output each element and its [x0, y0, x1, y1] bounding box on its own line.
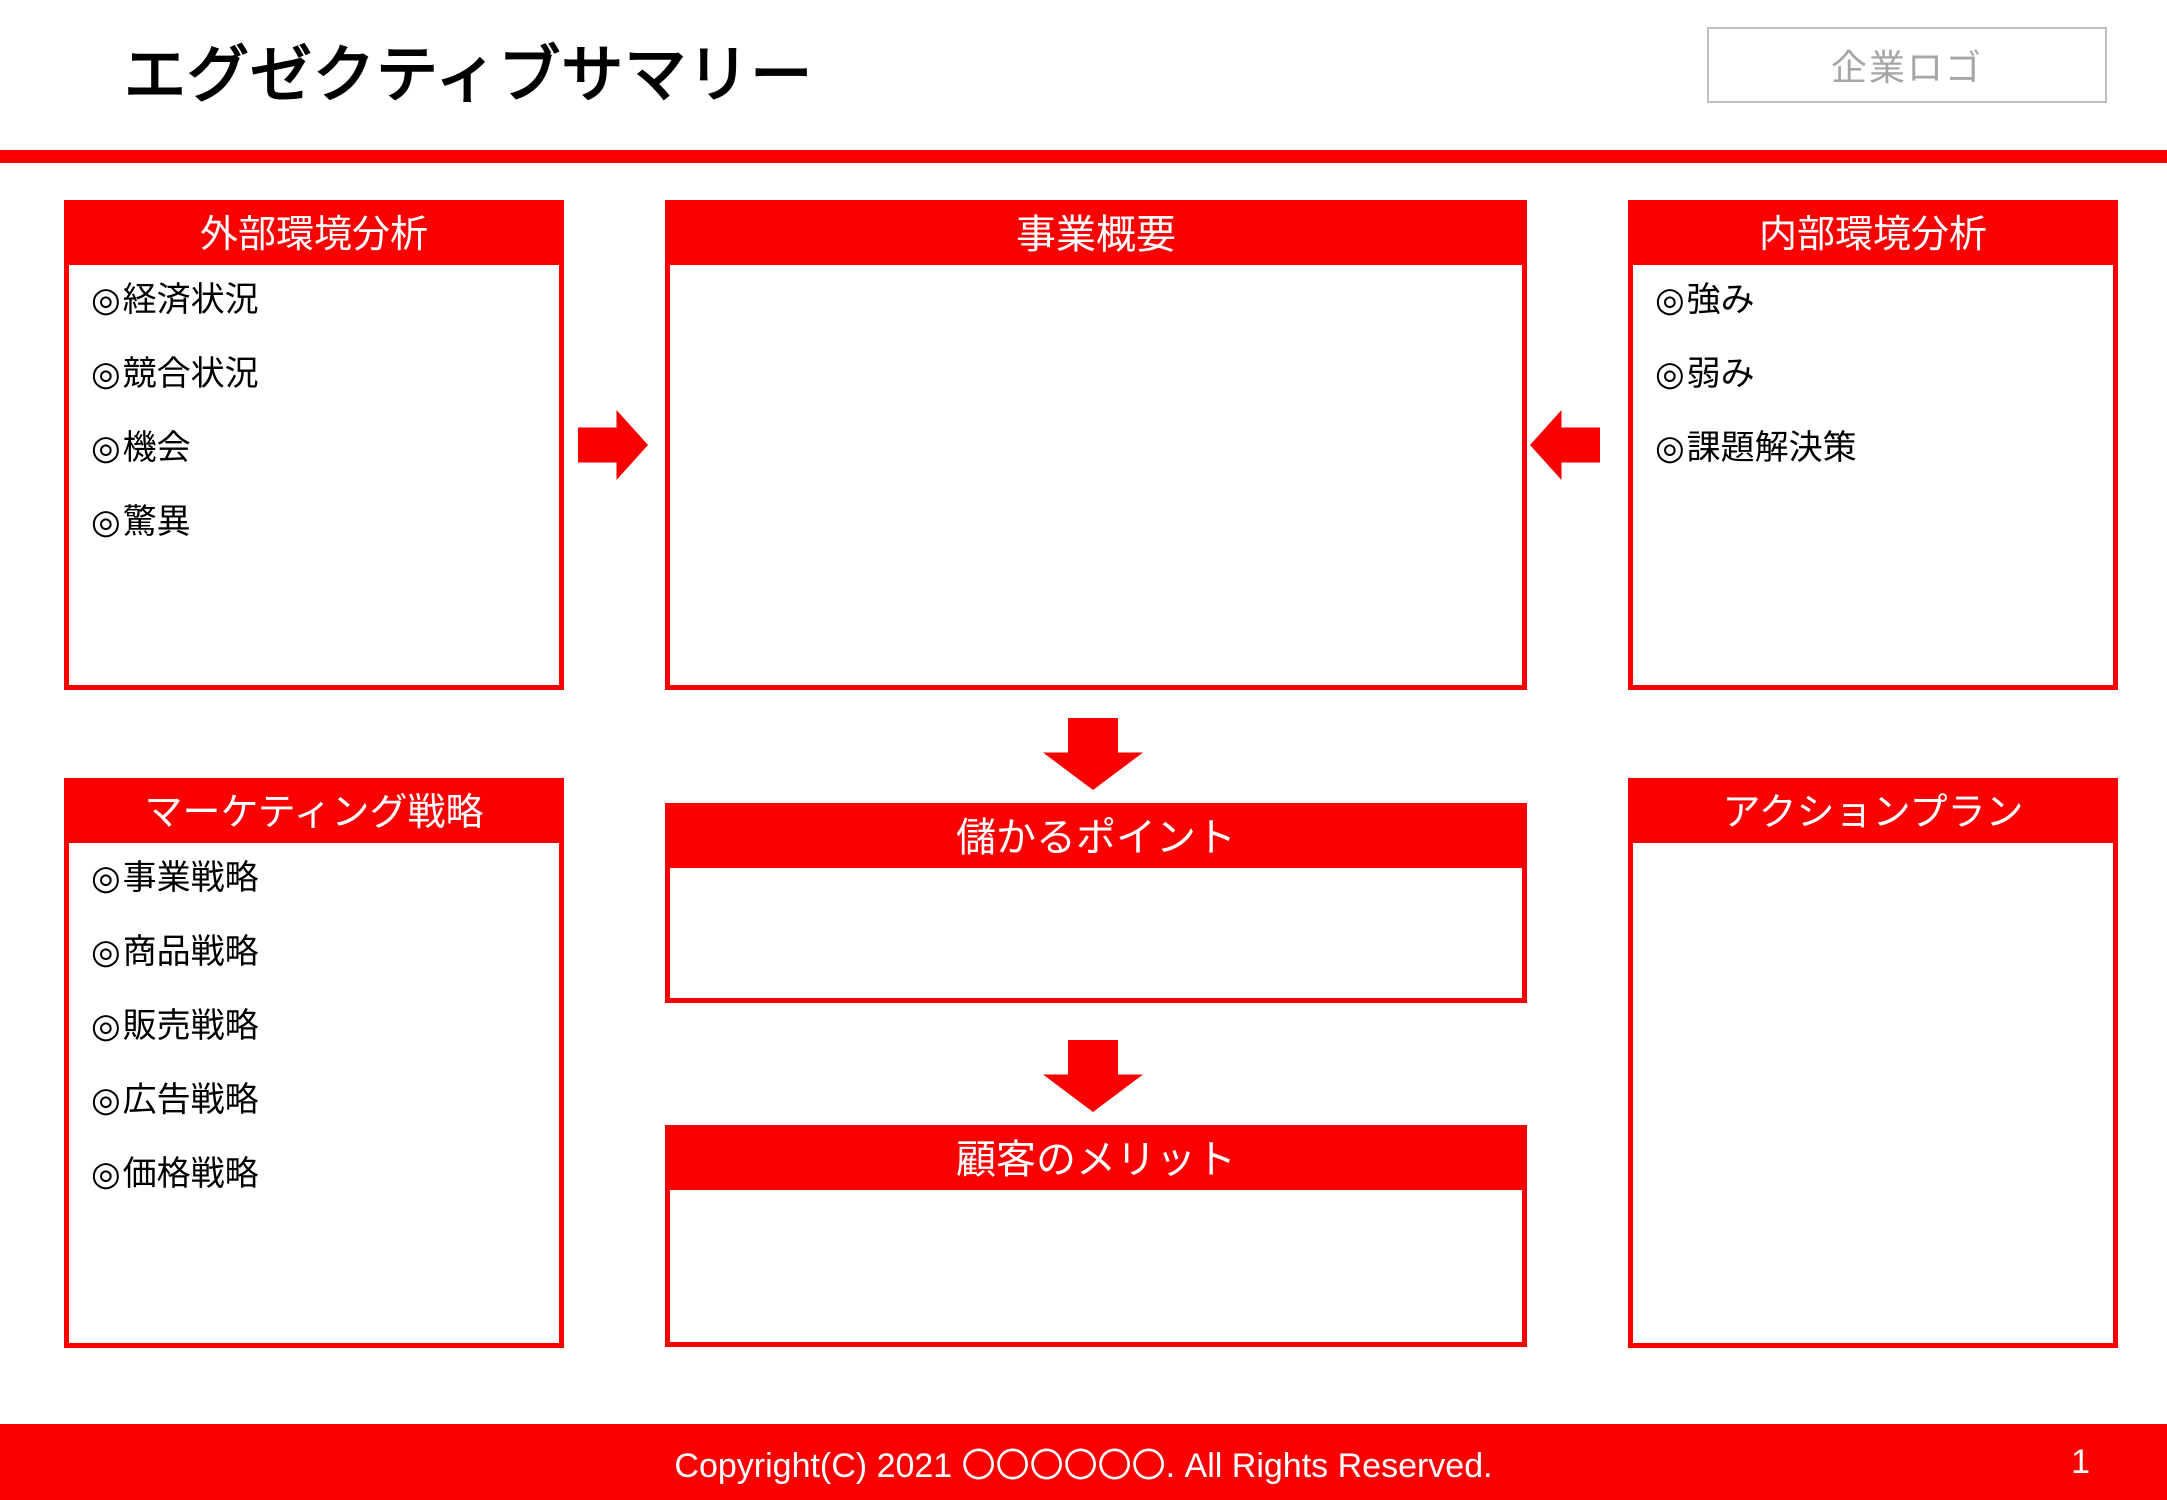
bullet-marker-icon: ◎: [91, 429, 121, 467]
list-item-label: 商品戦略: [122, 933, 259, 971]
panel-business-overview[interactable]: 事業概要: [665, 200, 1527, 690]
bullet-marker-icon: ◎: [91, 355, 121, 393]
list-item: ◎経済状況: [91, 283, 537, 317]
page-number: 1: [2071, 1442, 2090, 1481]
list-item: ◎販売戦略: [91, 1009, 537, 1043]
list-item: ◎機会: [91, 431, 537, 465]
list-item: ◎課題解決策: [1655, 431, 2091, 465]
panel-action-plan[interactable]: アクションプラン: [1628, 778, 2118, 1348]
panel-marketing-strategy-title: マーケティング戦略: [69, 783, 559, 843]
list-item: ◎事業戦略: [91, 861, 537, 895]
list-item: ◎広告戦略: [91, 1083, 537, 1117]
list-item-label: 課題解決策: [1686, 429, 1857, 467]
list-item: ◎競合状況: [91, 357, 537, 391]
panel-external-environment-body: ◎経済状況 ◎競合状況 ◎機会 ◎驚異: [69, 265, 559, 589]
page-title: エグゼクティブサマリー: [124, 41, 814, 110]
list-item-label: 事業戦略: [122, 859, 259, 897]
panel-business-overview-body[interactable]: [670, 265, 1522, 293]
list-item-label: 強み: [1686, 281, 1755, 319]
bullet-marker-icon: ◎: [91, 1155, 121, 1193]
list-item-label: 機会: [122, 429, 191, 467]
bullet-marker-icon: ◎: [1655, 281, 1685, 319]
bullet-marker-icon: ◎: [91, 933, 121, 971]
company-logo-placeholder-label: 企業ロゴ: [1830, 47, 1983, 88]
header-divider-rule: [0, 150, 2167, 163]
footer-bar: [0, 1424, 2167, 1500]
bullet-marker-icon: ◎: [91, 1081, 121, 1119]
panel-customer-benefits[interactable]: 顧客のメリット: [665, 1125, 1527, 1347]
list-item-label: 広告戦略: [122, 1081, 259, 1119]
arrow-down-icon: [1043, 1040, 1143, 1112]
panel-action-plan-title: アクションプラン: [1633, 783, 2113, 843]
list-item-label: 競合状況: [122, 355, 259, 393]
list-item-label: 経済状況: [122, 281, 259, 319]
list-item-label: 販売戦略: [122, 1007, 259, 1045]
panel-marketing-strategy-body: ◎事業戦略 ◎商品戦略 ◎販売戦略 ◎広告戦略 ◎価格戦略: [69, 843, 559, 1241]
arrow-right-icon: [578, 410, 648, 480]
list-item: ◎強み: [1655, 283, 2091, 317]
arrow-down-icon: [1043, 718, 1143, 790]
panel-profit-points[interactable]: 儲かるポイント: [665, 803, 1527, 1003]
panel-action-plan-body[interactable]: [1633, 843, 2113, 871]
list-item-label: 価格戦略: [122, 1155, 259, 1193]
panel-profit-points-body[interactable]: [670, 868, 1522, 896]
panel-internal-environment-body: ◎強み ◎弱み ◎課題解決策: [1633, 265, 2113, 515]
footer-copyright: Copyright(C) 2021 〇〇〇〇〇〇. All Rights Res…: [674, 1446, 1493, 1485]
company-logo-placeholder[interactable]: 企業ロゴ: [1707, 27, 2107, 103]
panel-customer-benefits-title: 顧客のメリット: [670, 1130, 1522, 1190]
panel-external-environment-title: 外部環境分析: [69, 205, 559, 265]
bullet-marker-icon: ◎: [91, 281, 121, 319]
arrow-left-icon: [1530, 410, 1600, 480]
list-item: ◎商品戦略: [91, 935, 537, 969]
bullet-marker-icon: ◎: [91, 859, 121, 897]
list-item-label: 驚異: [122, 503, 191, 541]
bullet-marker-icon: ◎: [91, 1007, 121, 1045]
panel-customer-benefits-body[interactable]: [670, 1190, 1522, 1218]
panel-internal-environment-title: 内部環境分析: [1633, 205, 2113, 265]
bullet-marker-icon: ◎: [1655, 429, 1685, 467]
bullet-marker-icon: ◎: [1655, 355, 1685, 393]
panel-external-environment[interactable]: 外部環境分析 ◎経済状況 ◎競合状況 ◎機会 ◎驚異: [64, 200, 564, 690]
list-item: ◎弱み: [1655, 357, 2091, 391]
panel-business-overview-title: 事業概要: [670, 205, 1522, 265]
panel-internal-environment[interactable]: 内部環境分析 ◎強み ◎弱み ◎課題解決策: [1628, 200, 2118, 690]
panel-profit-points-title: 儲かるポイント: [670, 808, 1522, 868]
panel-marketing-strategy[interactable]: マーケティング戦略 ◎事業戦略 ◎商品戦略 ◎販売戦略 ◎広告戦略 ◎価格戦略: [64, 778, 564, 1348]
list-item: ◎価格戦略: [91, 1157, 537, 1191]
bullet-marker-icon: ◎: [91, 503, 121, 541]
list-item: ◎驚異: [91, 505, 537, 539]
list-item-label: 弱み: [1686, 355, 1755, 393]
